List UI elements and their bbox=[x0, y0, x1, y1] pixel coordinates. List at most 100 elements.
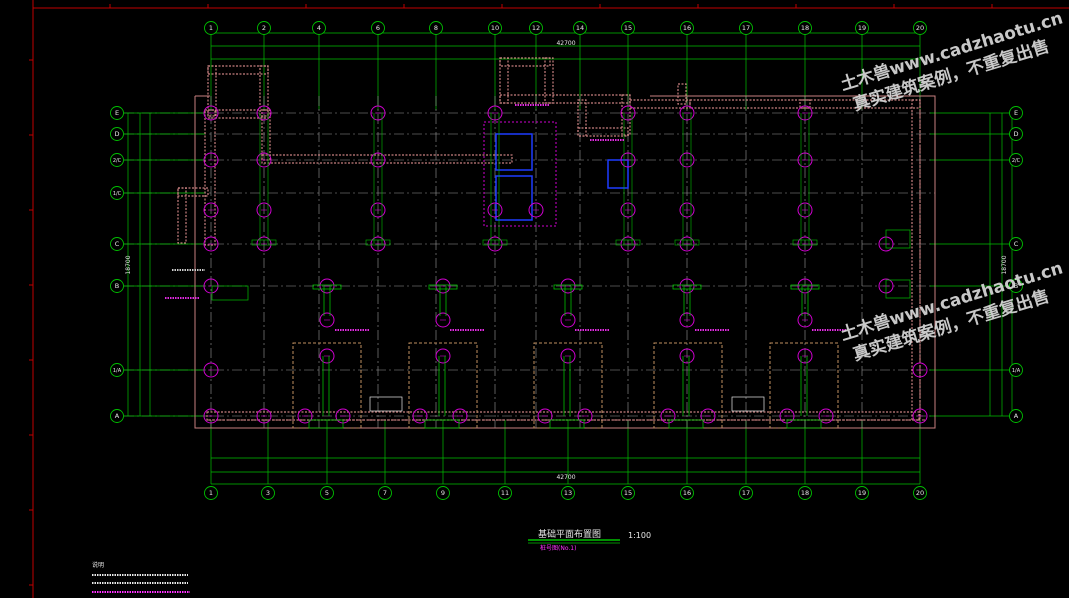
axis-bubble-top-label: 6 bbox=[376, 24, 380, 32]
pile bbox=[679, 348, 695, 364]
axis-bubble-left-circle bbox=[110, 363, 124, 377]
axis-bubble-bottom-label: 13 bbox=[564, 489, 572, 497]
pile bbox=[679, 312, 695, 328]
axis-bubble-bottom-circle bbox=[498, 486, 512, 500]
pile bbox=[203, 362, 219, 378]
axis-bubble-bottom-circle bbox=[261, 486, 275, 500]
footing-cap bbox=[308, 419, 344, 429]
axis-bubble-right-circle bbox=[1009, 279, 1023, 293]
axis-bubble-left-circle bbox=[110, 127, 124, 141]
pile bbox=[577, 408, 593, 424]
top-overall-dim: 42700 bbox=[556, 40, 575, 47]
pile bbox=[620, 152, 636, 168]
pile bbox=[256, 236, 272, 252]
axis-bubble-top-circle bbox=[855, 21, 869, 35]
pile bbox=[797, 202, 813, 218]
axis-bubble-right-circle bbox=[1009, 106, 1023, 120]
axis-bubble-top-circle bbox=[371, 21, 385, 35]
axis-bubble-right-label: B bbox=[1014, 282, 1018, 290]
pile bbox=[435, 312, 451, 328]
axis-bubble-bottom-label: 11 bbox=[501, 489, 509, 497]
pile bbox=[370, 152, 386, 168]
footing-cap bbox=[549, 419, 585, 429]
axis-bubble-top-circle bbox=[529, 21, 543, 35]
pile bbox=[370, 105, 386, 121]
pile bbox=[487, 236, 503, 252]
building-outline bbox=[194, 95, 936, 429]
axis-bubble-top-label: 20 bbox=[916, 24, 924, 32]
pile bbox=[797, 236, 813, 252]
axis-bubble-top-label: 16 bbox=[683, 24, 691, 32]
axis-bubble-bottom-circle bbox=[561, 486, 575, 500]
axis-bubble-left-label: A bbox=[115, 412, 120, 420]
axis-bubble-bottom-circle bbox=[680, 486, 694, 500]
pile bbox=[560, 278, 576, 294]
axis-bubble-bottom-circle bbox=[621, 486, 635, 500]
pile bbox=[319, 312, 335, 328]
axis-bubble-top-label: 15 bbox=[624, 24, 632, 32]
axis-bubble-left-circle bbox=[110, 237, 124, 251]
pile bbox=[435, 348, 451, 364]
pile bbox=[560, 312, 576, 328]
axis-bubble-bottom-circle bbox=[855, 486, 869, 500]
pile bbox=[528, 202, 544, 218]
axis-bubble-right-label: D bbox=[1013, 130, 1018, 138]
footing-cap bbox=[668, 419, 704, 429]
right-overall-dim: 18700 bbox=[1001, 255, 1008, 274]
axis-bubble-bottom-label: 20 bbox=[916, 489, 924, 497]
cap-beam bbox=[428, 284, 458, 290]
axis-bubble-left-label: 2/C bbox=[113, 158, 122, 164]
tag-box bbox=[369, 396, 403, 412]
bottom-overall-dim: 42700 bbox=[556, 474, 575, 481]
pile bbox=[679, 202, 695, 218]
drawing-scale: 1:100 bbox=[628, 531, 651, 540]
pile bbox=[256, 408, 272, 424]
axis-bubble-top-circle bbox=[257, 21, 271, 35]
axis-bubble-top-label: 18 bbox=[801, 24, 809, 32]
axis-bubble-left-circle bbox=[110, 279, 124, 293]
footing-cap bbox=[424, 419, 460, 429]
pile bbox=[435, 278, 451, 294]
axis-bubble-top-label: 10 bbox=[491, 24, 499, 32]
axis-bubble-right-label: 2/C bbox=[1012, 158, 1021, 164]
cap-beam bbox=[672, 284, 702, 290]
axis-bubble-top-circle bbox=[913, 21, 927, 35]
pile bbox=[319, 278, 335, 294]
pile bbox=[203, 202, 219, 218]
axis-bubble-left-label: E bbox=[115, 109, 119, 117]
pile bbox=[203, 236, 219, 252]
pile bbox=[319, 348, 335, 364]
axis-bubble-right-circle bbox=[1009, 363, 1023, 377]
axis-bubble-right-label: C bbox=[1014, 240, 1019, 248]
axis-bubble-right-circle bbox=[1009, 409, 1023, 423]
pile bbox=[620, 105, 636, 121]
axis-bubble-bottom-label: 7 bbox=[383, 489, 387, 497]
elevator-core bbox=[483, 121, 629, 227]
frame-ticks bbox=[29, 4, 993, 586]
pile bbox=[412, 408, 428, 424]
drawing-subtitle: 桩号图(No.1) bbox=[540, 544, 576, 552]
pile bbox=[452, 408, 468, 424]
pile bbox=[620, 236, 636, 252]
axis-bubble-bottom-label: 5 bbox=[325, 489, 329, 497]
axis-bubble-top-circle bbox=[680, 21, 694, 35]
pile-labels bbox=[165, 104, 846, 331]
base-plate bbox=[251, 239, 277, 246]
pile bbox=[487, 105, 503, 121]
axis-bubble-bottom-circle bbox=[798, 486, 812, 500]
axis-bubble-bottom-circle bbox=[913, 486, 927, 500]
axis-bubble-left-label: C bbox=[115, 240, 120, 248]
cap-beam bbox=[790, 284, 820, 290]
axis-bubble-right-label: A bbox=[1014, 412, 1019, 420]
axis-bubble-top-label: 8 bbox=[434, 24, 438, 32]
pile bbox=[912, 362, 928, 378]
axis-bubble-bottom-label: 17 bbox=[742, 489, 750, 497]
axis-bubble-top-circle bbox=[429, 21, 443, 35]
pile bbox=[912, 408, 928, 424]
axis-bubble-top-circle bbox=[573, 21, 587, 35]
axis-bubble-right-circle bbox=[1009, 127, 1023, 141]
axis-bubble-right-label: E bbox=[1014, 109, 1018, 117]
notes-heading: 说明 bbox=[92, 561, 104, 569]
beam-members bbox=[211, 113, 911, 429]
